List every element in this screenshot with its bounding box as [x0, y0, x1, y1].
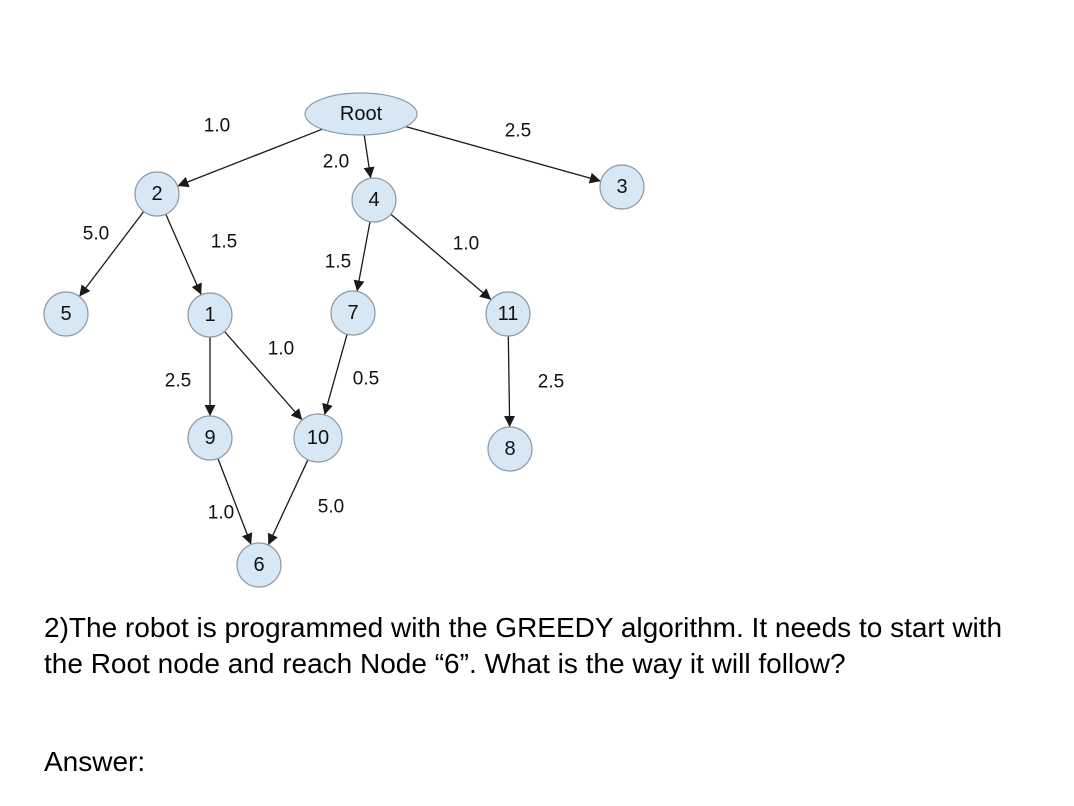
- node-label-n8: 8: [504, 438, 515, 460]
- node-shape-n4: [351, 177, 397, 223]
- node-root: Root: [304, 92, 418, 136]
- edge-root-n3: [405, 125, 601, 184]
- question-text: 2)The robot is programmed with the GREED…: [44, 612, 1003, 679]
- weights-layer: 1.0 2.0 2.5 5.0 1.5 1.5 1.0 2.5 1.0 0.5 2.5 1.0 5.0: [83, 116, 564, 524]
- node-label-n1: 1: [204, 304, 215, 326]
- edge-n10-n6: [267, 459, 309, 546]
- edge-n9-n6: [217, 458, 253, 545]
- node-shape-n10: [293, 413, 343, 463]
- edge-weight-root-n4: 2.0: [323, 152, 349, 173]
- edge-weight-n1-n10: 1.0: [268, 339, 294, 360]
- node-label-n6: 6: [253, 554, 264, 576]
- node-label-n11: 11: [498, 303, 519, 325]
- edge-weight-n10-n6: 5.0: [318, 497, 344, 518]
- edge-weight-n4-n11: 1.0: [453, 234, 479, 255]
- edge-n1-n10: [224, 331, 303, 421]
- answer-label: Answer:: [44, 746, 146, 777]
- edge-n2-n1: [165, 213, 202, 296]
- node-label-n10: 10: [307, 427, 329, 449]
- node-label-n2: 2: [151, 183, 162, 205]
- edge-weight-root-n3: 2.5: [505, 121, 531, 142]
- node-n3: 3: [599, 164, 645, 210]
- node-n10: 10: [293, 413, 343, 463]
- edge-weight-n2-n1: 1.5: [211, 232, 237, 253]
- node-shape-n9: [187, 415, 233, 461]
- edge-n11-n8: [504, 335, 516, 428]
- edge-weight-root-n2: 1.0: [204, 116, 230, 137]
- node-n5: 5: [43, 291, 89, 337]
- node-shape-n1: [187, 292, 233, 338]
- node-n1: 1: [187, 292, 233, 338]
- nodes-layer: Root 2 4 3 5 1 7 11 9 10 8 6: [43, 92, 645, 588]
- edge-weight-n11-n8: 2.5: [538, 372, 564, 393]
- node-n2: 2: [134, 171, 180, 217]
- edge-root-n2: [177, 128, 323, 188]
- node-label-n3: 3: [616, 176, 627, 198]
- node-shape-n11: [485, 291, 531, 337]
- node-n9: 9: [187, 415, 233, 461]
- node-n11: 11: [485, 291, 531, 337]
- node-label-n4: 4: [368, 189, 379, 211]
- node-shape-n3: [599, 164, 645, 210]
- edge-weight-n1-n9: 2.5: [165, 371, 191, 392]
- node-shape-n6: [236, 542, 282, 588]
- node-n6: 6: [236, 542, 282, 588]
- node-n8: 8: [487, 426, 533, 472]
- node-shape-n2: [134, 171, 180, 217]
- node-shape-n7: [330, 290, 376, 336]
- node-label-n9: 9: [204, 427, 215, 449]
- node-label-n7: 7: [347, 302, 358, 324]
- edge-weight-n2-n5: 5.0: [83, 224, 109, 245]
- edge-n2-n5: [78, 211, 145, 297]
- node-n4: 4: [351, 177, 397, 223]
- edge-weight-n4-n7: 1.5: [325, 252, 351, 273]
- node-shape-n8: [487, 426, 533, 472]
- edge-root-n4: [363, 134, 375, 179]
- node-shape-n5: [43, 291, 89, 337]
- node-n7: 7: [330, 290, 376, 336]
- node-shape-root: [304, 92, 418, 136]
- edge-weight-n7-n10: 0.5: [353, 369, 379, 390]
- edges-layer: [78, 125, 601, 546]
- edge-n4-n7: [353, 221, 371, 292]
- edge-n7-n10: [322, 334, 348, 416]
- node-label-root: Root: [340, 103, 383, 125]
- edge-weight-n9-n6: 1.0: [208, 503, 234, 524]
- edge-n4-n11: [390, 213, 492, 301]
- node-label-n5: 5: [60, 303, 71, 325]
